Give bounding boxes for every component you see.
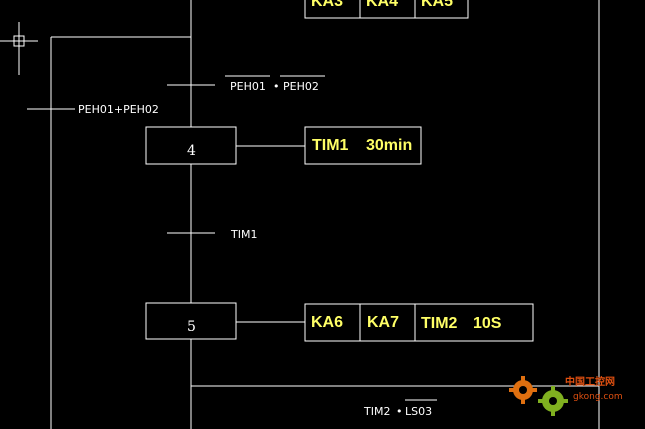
step-5-action-2: KA7 (367, 314, 399, 331)
step-5-action-group: KA6 KA7 TIM2 10S (304, 303, 534, 342)
transition-1-sep: • (273, 80, 280, 93)
top-action-1: KA3 (311, 0, 343, 10)
step-5-number: 5 (187, 319, 196, 335)
step-4-number: 4 (187, 143, 196, 159)
transition-3-right-label: LS03 (405, 405, 432, 418)
step-4-action-label: TIM1 (312, 137, 349, 154)
gkong-watermark: 中国工控网 gkong.com (509, 375, 623, 416)
transition-1-left-label: PEH01 (230, 80, 266, 93)
crosshair-cursor-icon (0, 22, 38, 75)
step-5-timer-value: 10S (473, 315, 502, 332)
top-action-2: KA4 (366, 0, 398, 10)
step-5-timer-label: TIM2 (421, 315, 458, 332)
step-5-action-1: KA6 (311, 314, 343, 331)
watermark-url: gkong.com (573, 392, 623, 402)
gear-small-icon (538, 386, 568, 416)
gear-icon (509, 376, 537, 404)
transition-2-label: TIM1 (230, 228, 257, 241)
step-4-action-box (304, 126, 422, 165)
step-5-box (145, 302, 237, 340)
top-action-3: KA5 (421, 0, 453, 10)
step-4-action-value: 30min (366, 137, 412, 154)
step-4-box (145, 126, 237, 165)
watermark-site-cn: 中国工控网 (565, 375, 615, 388)
transition-3-left-label: TIM2 (363, 405, 390, 418)
transition-3-sep: • (396, 405, 403, 418)
top-action-group: KA3 KA4 KA5 (304, 0, 469, 19)
transition-1-right-label: PEH02 (283, 80, 319, 93)
branch-transition-label: PEH01+PEH02 (78, 103, 159, 116)
